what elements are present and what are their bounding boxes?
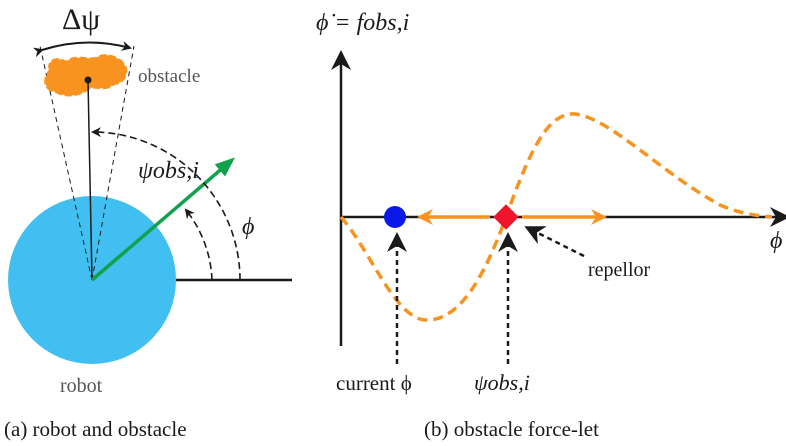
obstacle-direction-line	[87, 79, 93, 281]
repellor-marker	[493, 204, 519, 230]
forcelet-curve	[339, 112, 773, 322]
x-axis-label: ϕ	[770, 228, 782, 254]
obstacle-cone-right	[91, 45, 135, 281]
delta-psi-arc-arrow	[32, 41, 132, 58]
robot-label: robot	[60, 375, 103, 397]
psi-obs-label: ψobs,i	[138, 158, 199, 184]
panel-b-caption: (b) obstacle force-let	[424, 417, 599, 441]
panel-b: ϕ̇ = fobs,i ϕ repellor current ϕ ψobs,i …	[316, 10, 786, 441]
panel-a-caption: (a) robot and obstacle	[4, 417, 187, 441]
obstacle-label: obstacle	[138, 66, 200, 87]
psi-obs-axis-label: ψobs,i	[474, 370, 530, 395]
obstacle-shape	[44, 54, 128, 97]
heading-arrow	[90, 157, 236, 282]
psi-obs-angle-arc	[91, 127, 241, 281]
phi-label: ϕ	[242, 214, 254, 240]
y-axis-label: ϕ̇ = fobs,i	[316, 10, 409, 36]
current-phi-marker	[384, 206, 406, 228]
repellor-pointer	[524, 226, 585, 258]
current-phi-label: current ϕ	[336, 371, 412, 395]
phi-angle-arc	[184, 208, 213, 281]
panel-a: Δψ obstacle ψobs,i ϕ robot (a) robot and…	[4, 3, 292, 441]
delta-psi-label: Δψ	[62, 3, 100, 36]
repellor-label: repellor	[588, 259, 651, 281]
